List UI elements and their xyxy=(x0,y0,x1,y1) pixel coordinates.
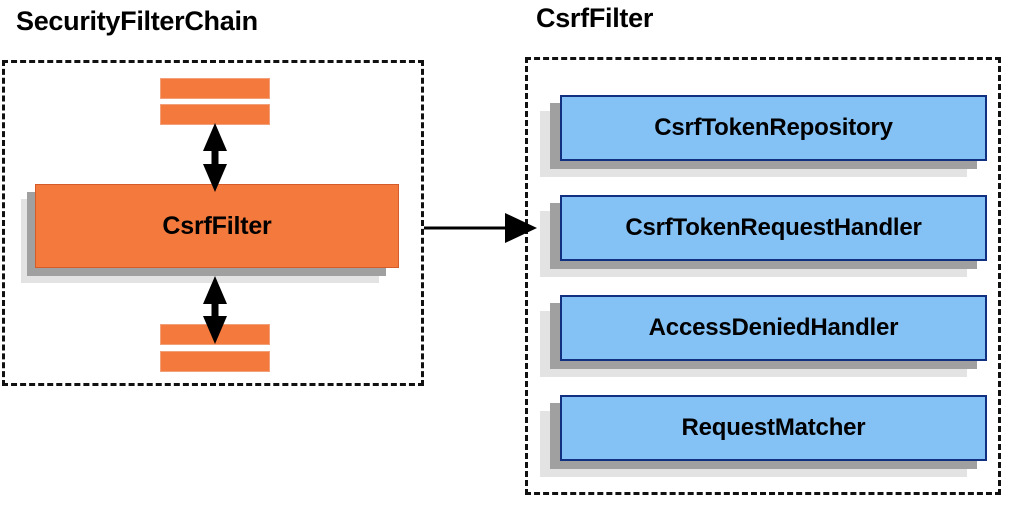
component-box-csrf-token-request-handler[interactable]: CsrfTokenRequestHandler xyxy=(540,195,990,277)
filter-stub-bar-top-1 xyxy=(160,78,270,99)
component-box-request-matcher[interactable]: RequestMatcher xyxy=(540,395,990,477)
csrf-filter-box-face[interactable]: CsrfFilter xyxy=(35,184,399,268)
component-box-label: CsrfTokenRequestHandler xyxy=(625,214,922,241)
page-title-csrf-filter: CsrfFilter xyxy=(536,3,654,33)
csrf-filter-box[interactable]: CsrfFilter xyxy=(21,184,401,286)
component-box-face[interactable]: AccessDeniedHandler xyxy=(560,295,987,361)
component-box-label: AccessDeniedHandler xyxy=(648,314,899,341)
component-box-csrf-token-repository[interactable]: CsrfTokenRepository xyxy=(540,95,990,177)
csrf-filter-detail-panel xyxy=(525,57,1001,495)
filter-stub-bar-bottom-2 xyxy=(160,351,270,372)
csrf-filter-box-label: CsrfFilter xyxy=(162,211,272,240)
filter-stub-bar-bottom-1 xyxy=(160,324,270,345)
component-box-face[interactable]: CsrfTokenRepository xyxy=(560,95,987,161)
component-box-label: CsrfTokenRepository xyxy=(654,114,893,141)
page-title-security-filter-chain: SecurityFilterChain xyxy=(16,6,258,36)
component-box-label: RequestMatcher xyxy=(681,414,866,441)
arrow-connector-right xyxy=(424,213,537,243)
component-box-access-denied-handler[interactable]: AccessDeniedHandler xyxy=(540,295,990,377)
filter-stub-bar-top-2 xyxy=(160,104,270,125)
security-filter-chain-panel xyxy=(2,60,424,386)
component-box-face[interactable]: CsrfTokenRequestHandler xyxy=(560,195,987,261)
component-box-face[interactable]: RequestMatcher xyxy=(560,395,987,461)
